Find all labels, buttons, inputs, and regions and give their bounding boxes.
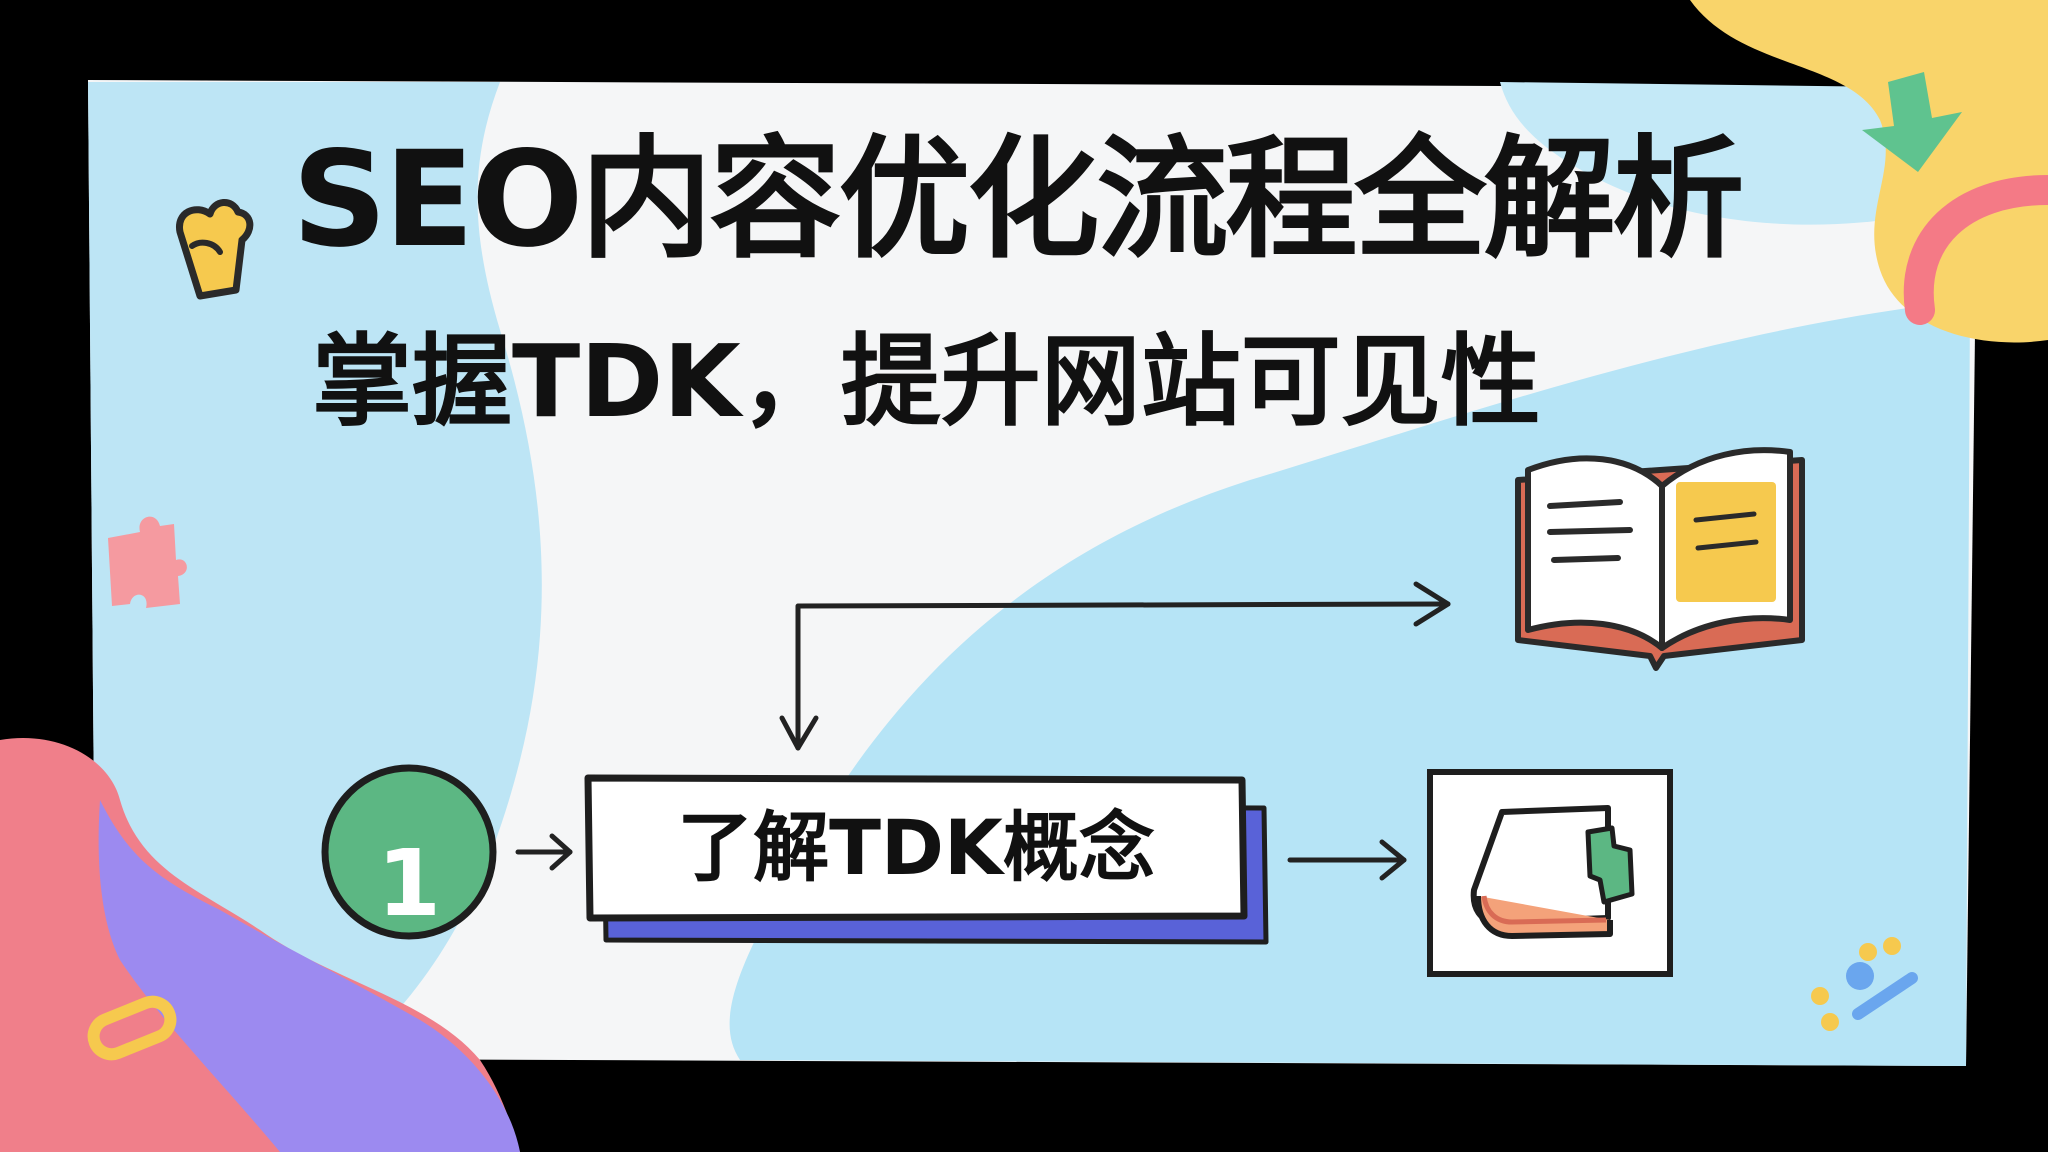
page-title: SEO内容优化流程全解析 <box>292 123 1744 277</box>
paperclip-icon <box>87 995 177 1061</box>
loop-connector-arrow <box>795 601 1451 751</box>
loop-connector-right-head <box>1413 581 1451 627</box>
arrow-to-step-head <box>549 833 573 871</box>
step-number-circle <box>321 764 497 940</box>
pink-ring <box>1903 175 2048 325</box>
puzzle-piece-icon <box>108 516 187 608</box>
step-label: 了解TDK概念 <box>677 803 1155 892</box>
closed-book-icon <box>1470 805 1635 939</box>
down-arrow-icon <box>1862 72 1962 172</box>
thumbs-up-icon <box>176 199 254 300</box>
step-box <box>584 774 1248 922</box>
yellow-corner-shape <box>1690 0 2048 343</box>
page-subtitle: 掌握TDK，提升网站可见性 <box>312 323 1541 440</box>
blue-blob-top <box>1500 82 1978 225</box>
purple-corner-shape <box>98 800 520 1152</box>
loop-connector-down-head <box>779 715 819 751</box>
sparkle-dots-icon <box>1811 937 1918 1031</box>
step-number: 1 <box>376 830 441 937</box>
open-book-icon <box>1515 447 1805 671</box>
arrow-to-book-head <box>1379 839 1407 881</box>
